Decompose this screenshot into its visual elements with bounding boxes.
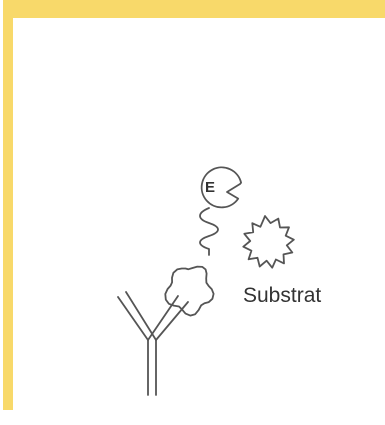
antigen-blob-icon <box>165 267 213 316</box>
antibody-icon <box>118 292 188 395</box>
enzyme-label: E <box>199 179 221 197</box>
substrate-label: Substrat <box>243 283 321 309</box>
substrate-star-icon <box>243 216 293 268</box>
linker-spring <box>200 208 218 255</box>
